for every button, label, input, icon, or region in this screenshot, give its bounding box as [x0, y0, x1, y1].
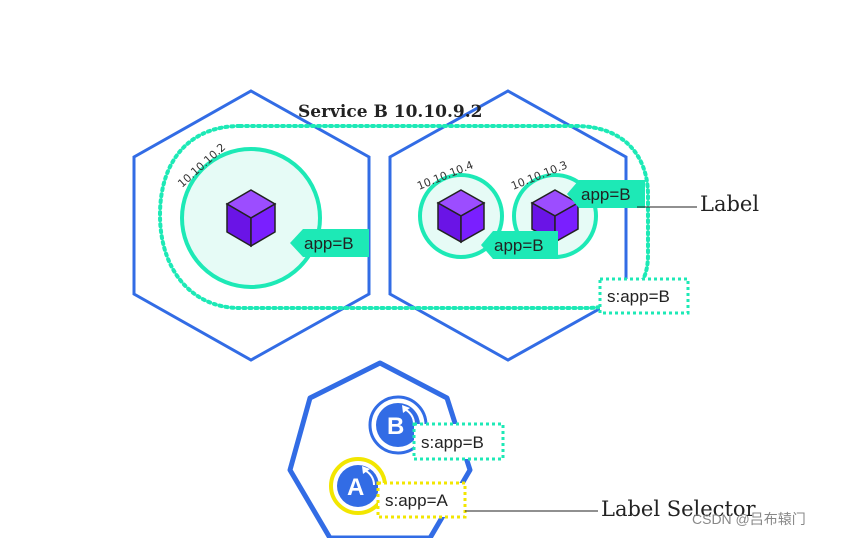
pod-label-text: app=B	[494, 236, 544, 255]
pod-label-text: app=B	[304, 234, 354, 253]
service-selector-text: s:app=B	[607, 287, 670, 306]
pod-left: 10.10.10.2 app=B	[175, 141, 369, 289]
service-title: Service B 10.10.9.2	[298, 102, 483, 122]
pod-label-tag: app=B	[567, 180, 645, 208]
pod-label-text: app=B	[581, 185, 631, 204]
container-cube-icon	[225, 189, 277, 248]
node-hexagon-left	[132, 89, 371, 362]
pod-label-tag: app=B	[481, 231, 558, 259]
service-selector-tag: s:app=B	[598, 277, 690, 315]
label-callout-text: Label	[700, 192, 759, 216]
selector-b-text: s:app=B	[421, 433, 484, 452]
container-cube-icon	[436, 189, 486, 244]
selector-a: A s:app=A	[329, 457, 467, 519]
pod-label-tag: app=B	[290, 229, 369, 257]
selector-callout-text: Label Selector	[601, 497, 757, 521]
selector-a-text: s:app=A	[385, 491, 449, 510]
service-boundary	[157, 124, 650, 310]
node-hexagon-right	[388, 89, 628, 362]
selector-a-tag	[376, 481, 467, 519]
selector-b-letter: B	[387, 413, 404, 440]
selector-b: B s:app=B	[368, 395, 505, 461]
selector-a-letter: A	[347, 474, 364, 501]
watermark: CSDN @吕布辕门	[692, 511, 806, 527]
selector-b-tag	[412, 422, 505, 461]
